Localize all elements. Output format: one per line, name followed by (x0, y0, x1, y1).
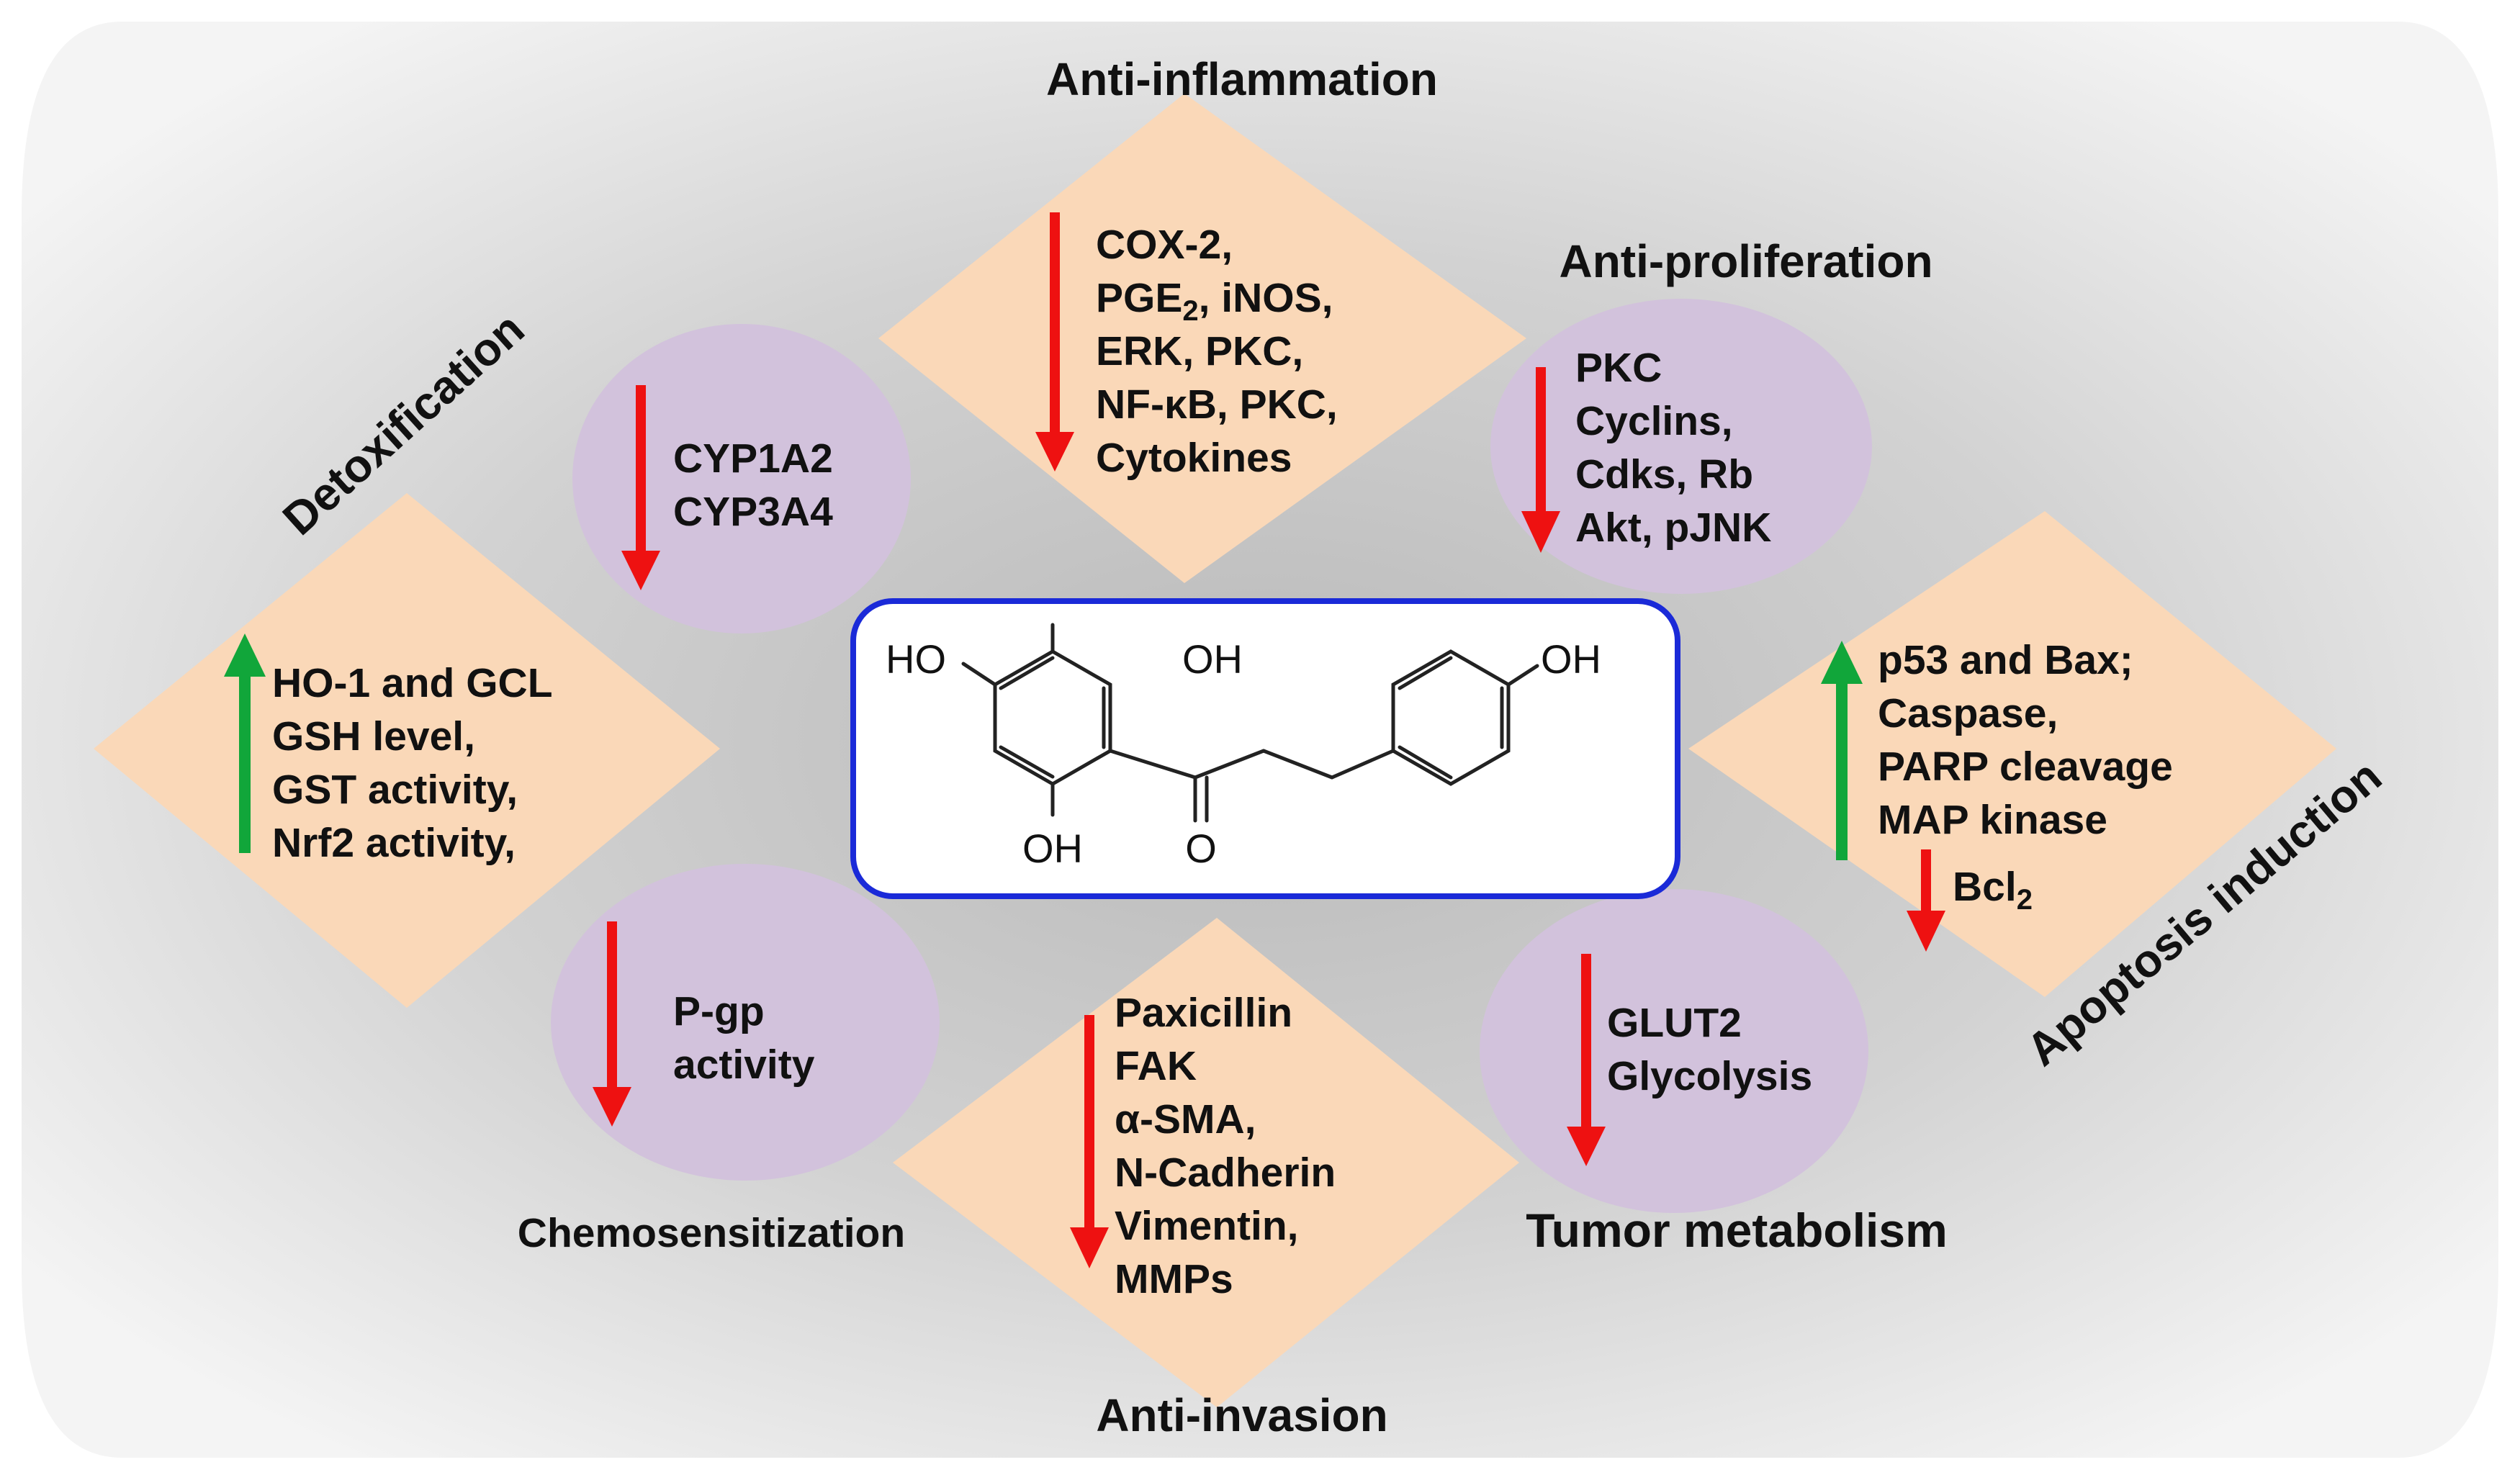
arrow-up-apoptosis (1821, 641, 1863, 860)
invasion-item-4: N-Cadherin (1115, 1150, 1336, 1196)
title-chemosensitization: Chemosensitization (518, 1210, 905, 1256)
arrow-down-anti-inflammation (1035, 212, 1074, 472)
molecule-label-oh-ortho-top: OH (1182, 636, 1243, 682)
apoptosis-diamond (1688, 511, 2336, 997)
title-anti-proliferation: Anti-proliferation (1559, 235, 1932, 287)
title-anti-inflammation: Anti-inflammation (1046, 53, 1438, 105)
apoptosis-item-2: Caspase, (1878, 690, 2058, 736)
anti-inflammation-item-2: PGE2, iNOS, (1096, 275, 1333, 327)
invasion-item-5: Vimentin, (1115, 1203, 1299, 1249)
apoptosis-item-1: p53 and Bax; (1878, 637, 2133, 683)
cyp-item-1: CYP1A2 (673, 436, 833, 482)
molecule-structure (961, 623, 1539, 823)
chemosensitization-list: P-gp activity (673, 985, 814, 1091)
chemosensitization-circle (551, 864, 940, 1181)
anti-invasion-diamond (893, 918, 1519, 1407)
anti-proliferation-item-1: PKC (1575, 345, 1662, 391)
anti-inflammation-item-4: NF-κB, PKC, (1096, 382, 1338, 428)
arrow-up-detoxification (224, 633, 266, 853)
molecule-label-ho-left: HO (886, 636, 946, 682)
arrow-down-chemosensitization (593, 921, 631, 1127)
detox-item-1: HO-1 and GCL (272, 660, 553, 706)
anti-inflammation-list: COX-2, PGE2, iNOS, ERK, PKC, NF-κB, PKC,… (1096, 218, 1338, 484)
anti-proliferation-circle (1490, 299, 1872, 594)
cyp-list: CYP1A2 CYP3A4 (673, 432, 833, 538)
detox-item-3: GST activity, (272, 767, 518, 813)
anti-inflammation-item-5: Cytokines (1096, 435, 1292, 481)
title-tumor-metabolism: Tumor metabolism (1526, 1204, 1948, 1257)
arrow-down-anti-invasion (1070, 1015, 1109, 1268)
arrow-down-anti-proliferation (1521, 367, 1560, 553)
apoptosis-list: p53 and Bax; Caspase, PARP cleavage MAP … (1878, 633, 2173, 847)
chemo-item-2: activity (673, 1042, 815, 1088)
invasion-item-6: MMPs (1115, 1256, 1233, 1302)
molecule-label-carbonyl-o: O (1185, 826, 1217, 871)
arrow-down-cyp (621, 385, 660, 590)
chemo-item-1: P-gp (673, 988, 765, 1034)
anti-inflammation-item-1: COX-2, (1096, 222, 1233, 268)
arrow-down-bcl2 (1907, 849, 1945, 952)
detox-item-2: GSH level, (272, 713, 475, 759)
arrow-down-tumor-metabolism (1567, 954, 1606, 1166)
molecule-frame (850, 598, 1680, 899)
invasion-item-1: Paxicillin (1115, 990, 1293, 1036)
metabolism-item-1: GLUT2 (1607, 1000, 1742, 1046)
apoptosis-item-3: PARP cleavage (1878, 744, 2173, 790)
molecule-label-oh-para: OH (1541, 636, 1601, 682)
bcl2-label: Bcl2 (1953, 864, 2033, 916)
anti-proliferation-item-2: Cyclins, (1575, 398, 1733, 444)
detoxification-diamond (94, 493, 720, 1008)
invasion-item-2: FAK (1115, 1043, 1197, 1089)
anti-proliferation-list: PKC Cyclins, Cdks, Rb Akt, pJNK (1575, 341, 1771, 554)
anti-proliferation-item-4: Akt, pJNK (1575, 505, 1772, 551)
molecule-label-oh-ortho-bottom: OH (1022, 826, 1083, 871)
title-anti-invasion: Anti-invasion (1096, 1389, 1387, 1441)
apoptosis-item-4: MAP kinase (1878, 797, 2107, 843)
invasion-item-3: α-SMA, (1115, 1096, 1256, 1142)
detox-item-4: Nrf2 activity, (272, 820, 516, 866)
tumor-metabolism-list: GLUT2 Glycolysis (1607, 996, 1812, 1103)
detoxification-list: HO-1 and GCL GSH level, GST activity, Nr… (272, 657, 553, 870)
anti-invasion-list: Paxicillin FAK α-SMA, N-Cadherin Vimenti… (1115, 986, 1336, 1306)
metabolism-item-2: Glycolysis (1607, 1053, 1813, 1099)
anti-inflammation-diamond (878, 94, 1526, 583)
apoptosis-bcl2: Bcl2 (1953, 860, 2033, 914)
cyp-item-2: CYP3A4 (673, 489, 833, 535)
anti-proliferation-item-3: Cdks, Rb (1575, 451, 1754, 497)
anti-inflammation-item-3: ERK, PKC, (1096, 328, 1304, 374)
